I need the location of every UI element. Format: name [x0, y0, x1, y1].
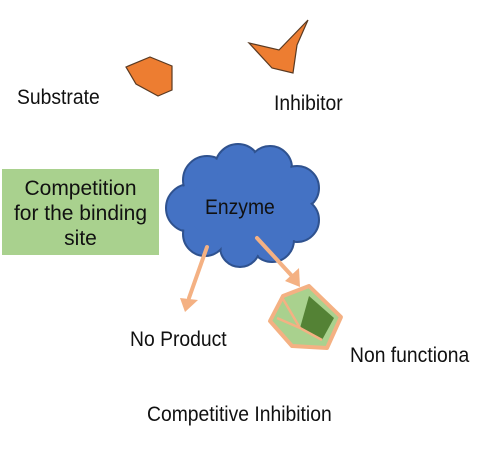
competition-box-line-2: for the binding: [13, 202, 148, 225]
competition-box-text: Competition for the binding site: [2, 176, 159, 251]
inhibitor-shape: [247, 19, 309, 74]
non-functional-product-shape: [268, 284, 343, 350]
substrate-label: Substrate: [17, 86, 100, 109]
arrow-to-non-functional: [255, 236, 300, 287]
competition-box: [2, 169, 159, 255]
enzyme-cloud: [165, 143, 320, 268]
inhibitor-label: Inhibitor: [274, 92, 343, 115]
enzyme-label: Enzyme: [205, 196, 275, 219]
arrow-to-no-product: [180, 245, 209, 312]
competition-box-line-1: Competition: [24, 177, 137, 200]
competition-box-line-3: site: [64, 227, 97, 250]
caption: Competitive Inhibition: [147, 403, 332, 426]
substrate-shape: [125, 56, 173, 97]
non-functional-label: Non functiona: [350, 344, 470, 367]
no-product-label: No Product: [130, 328, 227, 351]
